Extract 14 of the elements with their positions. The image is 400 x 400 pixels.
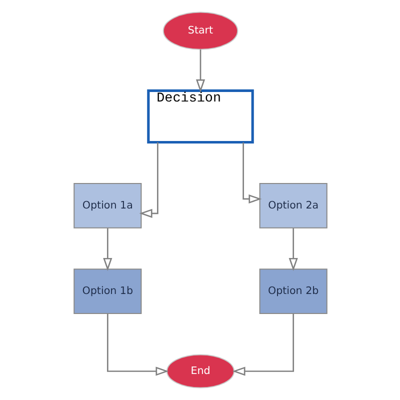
node-ellipse: End [166, 354, 234, 388]
arrow [102, 228, 112, 271]
arrow [195, 49, 205, 92]
node-box: Option 1b [73, 268, 142, 314]
arrow [106, 314, 168, 376]
node-box: Option 1a [73, 182, 142, 228]
arrow [138, 142, 158, 218]
node-ellipse: Start [162, 12, 238, 50]
arrow [288, 228, 298, 271]
arrow [232, 314, 294, 376]
node-box: Option 2b [258, 268, 327, 314]
node-box: Decision [146, 89, 254, 144]
arrow [242, 142, 262, 204]
node-box: Option 2a [258, 182, 327, 228]
